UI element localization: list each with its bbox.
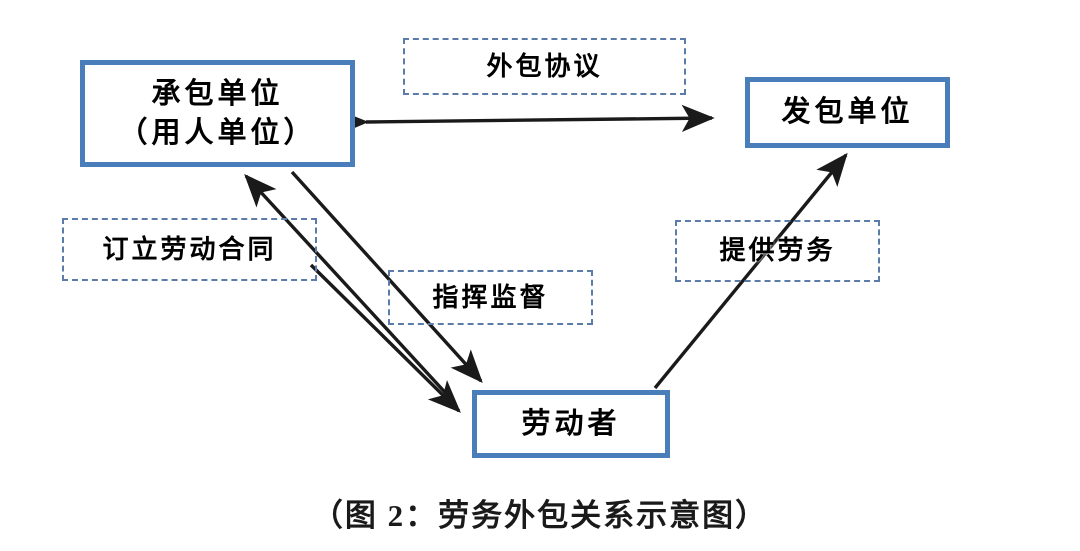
entity-worker-line1: 劳动者 bbox=[521, 407, 621, 440]
entity-contractor-line1: 承包单位 bbox=[151, 78, 284, 111]
relation-label-text: 提供劳务 bbox=[719, 236, 836, 265]
entity-box-client[interactable]: 发包单位 bbox=[745, 77, 950, 148]
figure-caption: （图 2：劳务外包关系示意图） bbox=[311, 498, 769, 533]
entity-box-worker[interactable]: 劳动者 bbox=[472, 390, 670, 458]
arrow-outsourcing-agreement bbox=[335, 104, 715, 136]
relation-label-provide-labor[interactable]: 提供劳务 bbox=[675, 220, 880, 282]
relation-label-text: 指挥监督 bbox=[432, 282, 549, 312]
relation-label-text: 外包协议 bbox=[486, 51, 603, 81]
relation-label-labor-contract[interactable]: 订立劳动合同 bbox=[62, 218, 317, 281]
entity-contractor-line2: （用人单位） bbox=[118, 116, 317, 149]
relation-label-command-supervision[interactable]: 指挥监督 bbox=[388, 270, 593, 325]
relation-label-outsourcing-agreement[interactable]: 外包协议 bbox=[403, 38, 686, 95]
relation-label-text: 订立劳动合同 bbox=[102, 234, 277, 264]
entity-box-contractor[interactable]: 承包单位 （用人单位） bbox=[80, 60, 355, 167]
entity-client-line1: 发包单位 bbox=[781, 96, 914, 129]
